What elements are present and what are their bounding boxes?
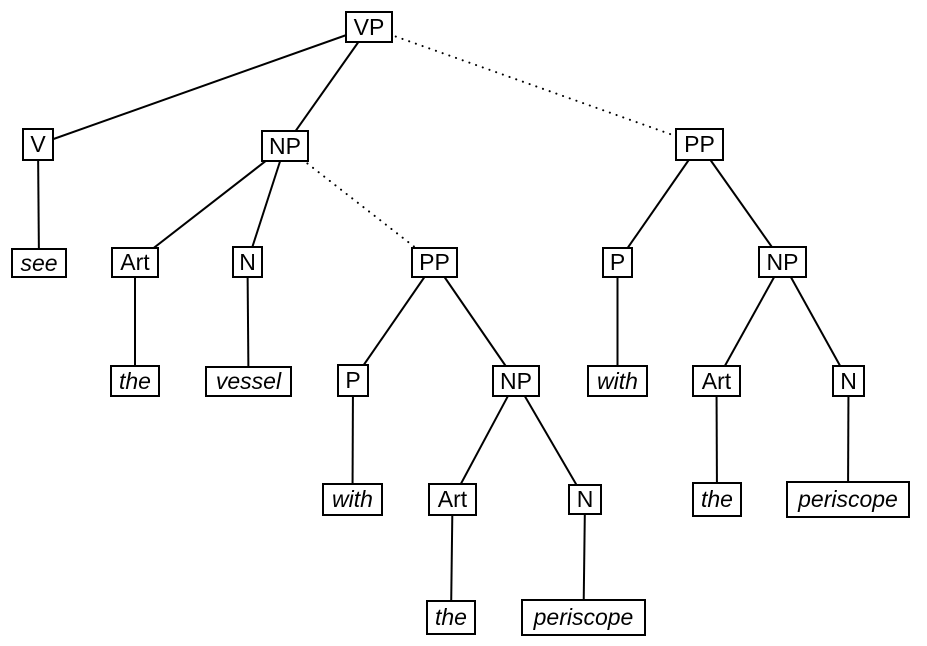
node-n-obj: N xyxy=(232,246,263,278)
edge-vp-v xyxy=(37,26,370,146)
node-art-obj: Art xyxy=(111,247,159,278)
node-p-right: P xyxy=(602,247,633,278)
edge-np-obj-pp-mid xyxy=(284,145,436,264)
edge-pp-mid-p-mid xyxy=(352,261,436,382)
node-art-mid: Art xyxy=(428,483,477,516)
node-periscope-mid: periscope xyxy=(521,599,646,636)
node-pp-mid: PP xyxy=(411,247,458,278)
node-the-mid: the xyxy=(426,600,476,635)
node-see: see xyxy=(11,248,67,278)
edge-vp-np-obj xyxy=(284,26,370,147)
node-art-right: Art xyxy=(692,365,741,397)
node-np-mid: NP xyxy=(492,365,540,397)
node-v: V xyxy=(22,128,54,161)
edge-pp-right-np-right xyxy=(698,143,784,263)
edge-np-mid-art-mid xyxy=(451,380,517,500)
node-with-right: with xyxy=(587,365,648,397)
node-n-mid: N xyxy=(568,484,602,515)
node-p-mid: P xyxy=(337,364,369,397)
node-the-obj: the xyxy=(110,365,160,397)
node-periscope-right: periscope xyxy=(786,481,910,518)
edge-np-mid-n-mid xyxy=(515,380,586,501)
edge-v-see xyxy=(37,144,40,264)
edge-n-mid-periscope-mid xyxy=(582,499,586,618)
node-vessel: vessel xyxy=(205,366,292,397)
node-with-mid: with xyxy=(322,483,383,516)
node-vp: VP xyxy=(345,11,393,43)
node-n-right: N xyxy=(832,365,865,397)
edge-np-right-art-right xyxy=(715,261,784,382)
node-the-right: the xyxy=(692,482,742,517)
edge-np-right-n-right xyxy=(781,261,850,382)
edge-np-obj-n-obj xyxy=(246,145,286,263)
node-np-obj: NP xyxy=(261,130,309,162)
edge-vp-pp-right xyxy=(368,26,701,146)
edge-p-mid-with-mid xyxy=(351,380,354,500)
edge-pp-mid-np-mid xyxy=(433,261,517,382)
node-pp-right: PP xyxy=(675,128,724,161)
edge-pp-right-p-right xyxy=(616,143,701,264)
edge-n-right-periscope-right xyxy=(847,380,850,500)
edge-art-mid-the-mid xyxy=(450,499,454,618)
edge-np-obj-art-obj xyxy=(134,145,286,264)
edge-n-obj-vessel xyxy=(246,261,250,382)
edge-art-right-the-right xyxy=(715,380,718,500)
node-np-right: NP xyxy=(758,246,807,278)
